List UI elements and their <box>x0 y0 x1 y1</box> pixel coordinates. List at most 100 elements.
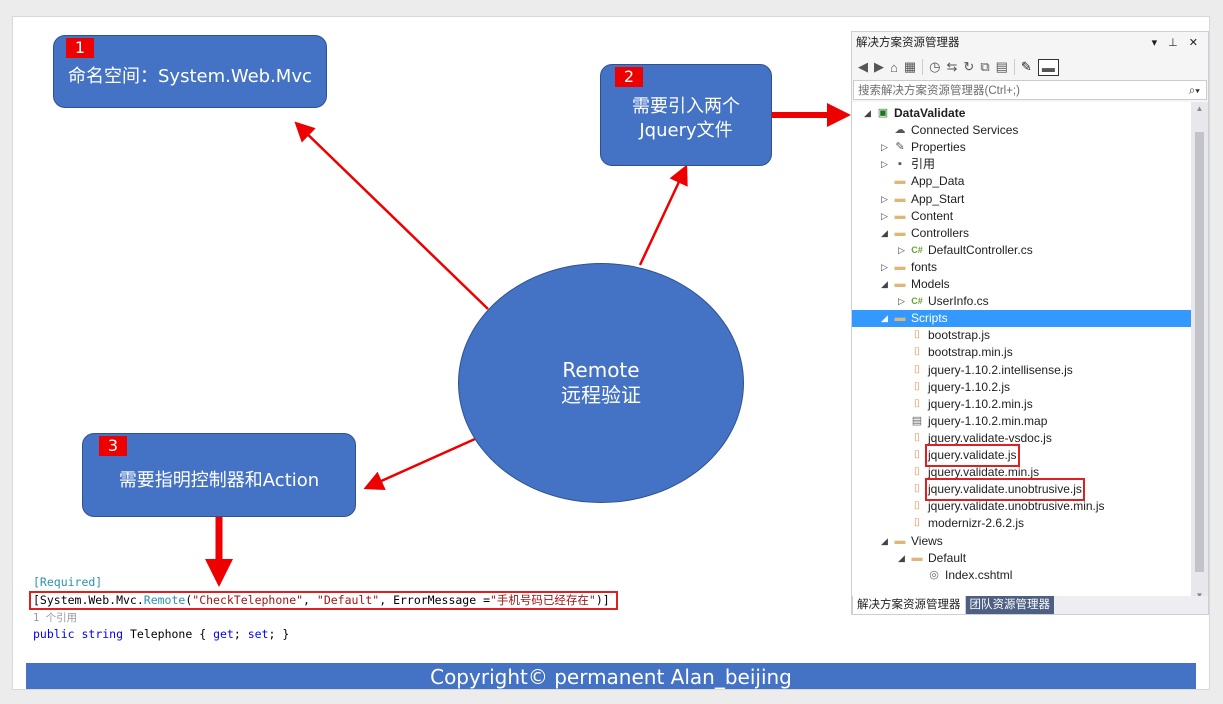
tree-item-label: jquery.validate.js <box>925 444 1020 467</box>
solution-explorer-search[interactable]: 搜索解决方案资源管理器(Ctrl+;) ⌕▾ <box>853 80 1207 100</box>
tree-item[interactable]: ◎ Index.cshtml <box>852 567 1192 584</box>
tree-item[interactable]: ⌷ bootstrap.js <box>852 327 1192 344</box>
slide: 1 命名空间：System.Web.Mvc 2 需要引入两个 Jquery文件 … <box>12 16 1210 690</box>
js-icon: ⌷ <box>913 500 921 513</box>
wrench-icon: ✎ <box>895 141 905 154</box>
tree-item[interactable]: ▷ ▬ App_Start <box>852 191 1192 208</box>
expand-toggle-icon[interactable]: ◢ <box>864 108 871 118</box>
expand-toggle-icon[interactable]: ▷ <box>881 193 888 204</box>
switch-view-icon[interactable]: ▦ <box>903 59 917 74</box>
tree-item[interactable]: ▬ App_Data <box>852 173 1192 190</box>
tree-item[interactable]: ☁Connected Services <box>852 122 1192 139</box>
jquery-files-text: 需要引入两个 Jquery文件 <box>601 95 771 143</box>
tree-item-label: Connected Services <box>911 123 1019 138</box>
step-number-badge: 3 <box>99 436 127 456</box>
tree-item-label: jquery.validate.unobtrusive.min.js <box>928 499 1105 514</box>
expand-toggle-icon[interactable]: ◢ <box>881 535 888 546</box>
tree-item[interactable]: ▷✎Properties <box>852 139 1192 156</box>
csharp-icon: C# <box>911 244 923 255</box>
tree-item[interactable]: ▷▪引用 <box>852 156 1192 173</box>
tree-item[interactable]: ▷▬Content <box>852 208 1192 225</box>
expand-toggle-icon[interactable]: ▷ <box>898 244 905 255</box>
tree-item-label: Content <box>911 208 954 223</box>
tree-item[interactable]: ⌷jquery.validate-vsdoc.js <box>852 430 1192 447</box>
folder-icon: ▬ <box>894 192 906 205</box>
jquery-files-line1: 需要引入两个 <box>632 96 740 117</box>
tree-item[interactable]: ◢▬Scripts <box>852 310 1192 328</box>
expand-toggle-icon[interactable]: ◢ <box>881 227 888 238</box>
razor-icon: ◎ <box>929 568 939 581</box>
reference-count[interactable]: 1 个引用 <box>33 612 78 624</box>
forward-icon[interactable]: ▶ <box>874 59 884 74</box>
js-icon: ⌷ <box>913 483 921 496</box>
center-line1: Remote <box>562 358 640 382</box>
tree-item-label: DefaultController.cs <box>928 242 1033 257</box>
show-all-files-icon[interactable]: ▤ <box>995 59 1008 74</box>
collapse-all-icon[interactable]: ⧉ <box>980 59 990 74</box>
tree-item[interactable]: ▷C#UserInfo.cs <box>852 293 1192 310</box>
folder-icon: ▬ <box>894 175 906 188</box>
scroll-down-icon[interactable]: ▼ <box>1191 591 1208 600</box>
tree-item[interactable]: ⌷bootstrap.min.js <box>852 344 1192 361</box>
copyright-footer: Copyright© permanent Alan_beijing <box>26 663 1196 689</box>
tab-solution-explorer[interactable]: 解决方案资源管理器 <box>852 596 966 614</box>
tree-item[interactable]: ◢▣DataValidate <box>852 105 1192 122</box>
tree-item[interactable]: ▷ C# DefaultController.cs <box>852 242 1192 259</box>
tree-item[interactable]: ⌷jquery-1.10.2.min.js <box>852 396 1192 413</box>
expand-toggle-icon[interactable]: ▷ <box>881 210 888 221</box>
tree-item[interactable]: ⌷jquery-1.10.2.intellisense.js <box>852 362 1192 379</box>
tree-item[interactable]: ⌷jquery.validate.min.js <box>852 464 1192 481</box>
search-icon[interactable]: ⌕▾ <box>1188 85 1200 97</box>
scroll-up-icon[interactable]: ▲ <box>1195 104 1204 113</box>
expand-toggle-icon[interactable]: ◢ <box>881 279 888 289</box>
tree-item-label: App_Data <box>911 174 965 189</box>
tree-item[interactable]: ⌷jquery-1.10.2.js <box>852 379 1192 396</box>
expand-toggle-icon[interactable]: ◢ <box>881 313 888 324</box>
properties-wrench-icon[interactable]: ✎ <box>1020 59 1032 74</box>
folder-icon: ▬ <box>894 312 906 325</box>
expand-toggle-icon[interactable]: ◢ <box>898 552 905 563</box>
tree-item-label: Index.cshtml <box>945 567 1013 582</box>
pending-changes-icon[interactable]: ◷ <box>929 59 941 74</box>
window-buttons[interactable]: ▾ ⊥ ✕ <box>1151 37 1202 49</box>
csharp-icon: C# <box>911 296 923 307</box>
expand-toggle-icon[interactable]: ▷ <box>898 296 905 307</box>
js-icon: ⌷ <box>913 431 921 444</box>
namespace-node: 1 命名空间：System.Web.Mvc <box>53 35 327 108</box>
tree-item[interactable]: ◢▬Default <box>852 550 1192 567</box>
tree-item-label: bootstrap.min.js <box>928 345 1013 360</box>
expand-toggle-icon[interactable]: ▷ <box>881 142 888 153</box>
tree-item[interactable]: ▷▬fonts <box>852 259 1192 276</box>
tree-item[interactable]: ▤jquery-1.10.2.min.map <box>852 413 1192 430</box>
home-icon[interactable]: ⌂ <box>890 59 898 75</box>
tree-item-label: modernizr-2.6.2.js <box>928 516 1025 531</box>
refresh-icon[interactable]: ↻ <box>963 59 975 74</box>
tree-item[interactable]: ⌷modernizr-2.6.2.js <box>852 515 1192 532</box>
preview-toggle-icon[interactable]: ▬ <box>1037 58 1059 76</box>
tree-item[interactable]: ⌷jquery.validate.js <box>852 444 1192 467</box>
tree-item[interactable]: ⌷ jquery.validate.unobtrusive.min.js <box>852 498 1192 515</box>
scroll-thumb[interactable] <box>1195 132 1204 572</box>
tree-item[interactable]: ◢▬Controllers <box>852 225 1192 242</box>
tab-team-explorer[interactable]: 团队资源管理器 <box>965 596 1054 614</box>
tree-item-label: jquery-1.10.2.min.js <box>928 396 1033 411</box>
sync-icon[interactable]: ⇆ <box>946 59 958 74</box>
tree-item[interactable]: ◢▬Models <box>852 276 1192 293</box>
tree-item-label: DataValidate <box>894 106 966 120</box>
solution-explorer-title: 解决方案资源管理器 <box>856 37 960 49</box>
controller-action-node: 3 需要指明控制器和Action <box>82 433 356 517</box>
js-icon: ⌷ <box>913 329 921 342</box>
tree-item[interactable]: ⌷jquery.validate.unobtrusive.js <box>852 478 1192 502</box>
arrow-to-controller <box>363 437 476 490</box>
tree-item-label: App_Start <box>911 191 965 206</box>
tree-item[interactable]: ◢▬Views <box>852 533 1192 550</box>
code-line-required: [Required] <box>33 575 618 591</box>
expand-toggle-icon[interactable]: ▷ <box>881 159 888 170</box>
code-line-ref: 1 个引用 <box>33 610 618 627</box>
folder-icon: ▬ <box>894 534 906 547</box>
tree-scrollbar[interactable]: ▲ ▼ <box>1191 102 1208 602</box>
tree-item-label: jquery.validate.min.js <box>928 465 1040 480</box>
expand-toggle-icon[interactable]: ▷ <box>881 261 888 272</box>
tree-item-label: bootstrap.js <box>928 328 991 343</box>
back-icon[interactable]: ◀ <box>858 59 868 74</box>
